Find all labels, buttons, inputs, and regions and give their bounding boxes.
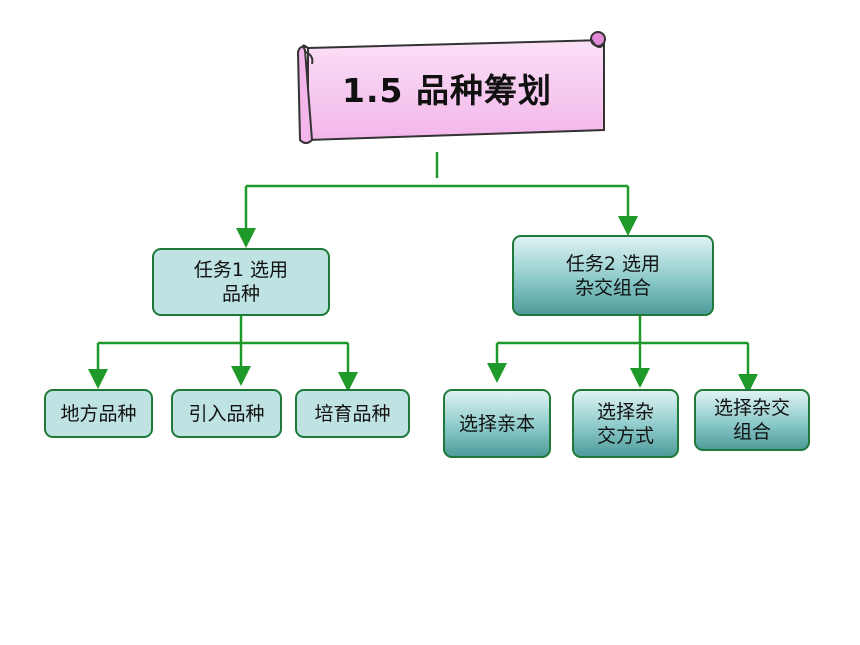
task1-label-line2: 品种: [221, 283, 260, 305]
leaf-qinben: 选择亲本: [443, 389, 551, 458]
leaf-zajiao-fangshi-line1: 选择杂: [596, 400, 654, 423]
leaf-qinben-label: 选择亲本: [458, 412, 535, 435]
task1-label-line1: 任务1 选用: [193, 259, 289, 281]
leaf-zajiao-fangshi-line2: 交方式: [596, 424, 654, 447]
leaf-zajiao-zuhe-line1: 选择杂交: [713, 397, 790, 419]
leaf-zajiao-fangshi: 选择杂 交方式: [572, 389, 679, 458]
leaf-zajiao-zuhe: 选择杂交 组合: [694, 389, 810, 451]
page-title: 1.5 品种筹划: [342, 71, 552, 110]
task2-label-line2: 杂交组合: [574, 276, 651, 299]
leaf-difang: 地方品种: [44, 389, 153, 438]
leaf-peiyu-label: 培育品种: [314, 402, 391, 425]
leaf-yinru: 引入品种: [171, 389, 282, 438]
leaf-zajiao-zuhe-line2: 组合: [732, 421, 771, 443]
leaf-peiyu: 培育品种: [295, 389, 410, 438]
task1-box: 任务1 选用 品种: [152, 248, 330, 316]
task2-label-line1: 任务2 选用: [565, 252, 661, 275]
title-scroll: [296, 31, 606, 144]
leaf-yinru-label: 引入品种: [188, 402, 265, 425]
leaf-difang-label: 地方品种: [60, 402, 137, 425]
task2-box: 任务2 选用 杂交组合: [512, 235, 714, 316]
